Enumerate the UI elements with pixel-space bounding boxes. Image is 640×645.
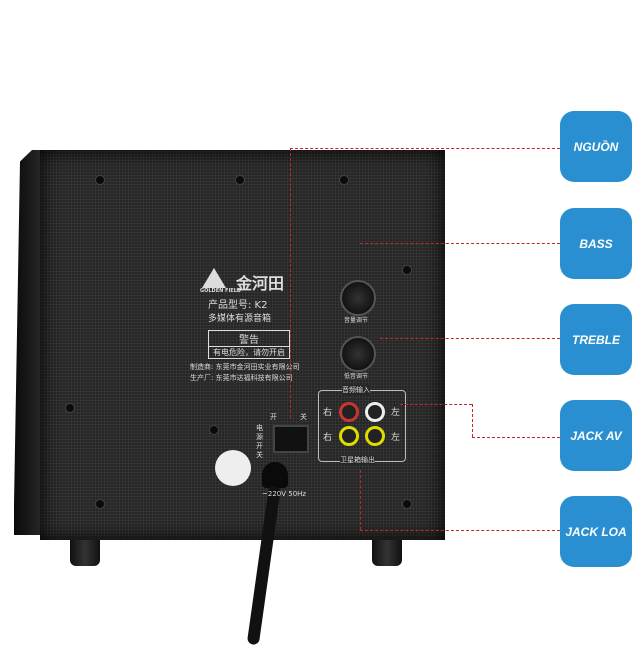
label-bass: BASS: [560, 208, 632, 279]
screw: [403, 266, 411, 274]
leader-line-power: [290, 148, 291, 418]
speaker-foot: [372, 540, 402, 566]
label-power: NGUỒN: [560, 111, 632, 182]
power-switch-label: 电源开关: [256, 424, 263, 459]
screw: [236, 176, 244, 184]
sub-out-label: 卫星箱输出: [340, 455, 375, 465]
volume-label: 音量调节: [344, 317, 369, 324]
out-right-jack[interactable]: [339, 426, 359, 446]
voltage-label: ~220V 50Hz: [262, 490, 307, 498]
bass-label: 低音调节: [344, 373, 369, 380]
switch-off-label: 关: [300, 413, 307, 421]
maker: 制造商: 东莞市金河田实业有限公司: [190, 363, 300, 371]
out-left-jack[interactable]: [365, 426, 385, 446]
audio-in-label: 音频输入: [342, 385, 370, 395]
leader-line-power: [290, 148, 560, 149]
power-switch[interactable]: [273, 425, 309, 453]
label-treble: TREBLE: [560, 304, 632, 375]
power-cord-plug: [262, 462, 288, 488]
speaker-back-panel: [40, 150, 445, 540]
leader-line-av: [472, 404, 473, 437]
right-label: 右: [323, 408, 333, 418]
screw: [96, 176, 104, 184]
screw: [96, 500, 104, 508]
label-jack-av: JACK AV: [560, 400, 632, 471]
sticker: [215, 450, 251, 486]
warning-title: 警告: [239, 335, 259, 346]
producer: 生产厂: 东莞市达福科技有限公司: [190, 374, 293, 382]
volume-knob[interactable]: [340, 280, 376, 316]
screw: [340, 176, 348, 184]
bass-knob[interactable]: [340, 336, 376, 372]
product: 多媒体有源音箱: [208, 314, 272, 324]
warning-text: 有电危险，请勿开启: [209, 346, 289, 358]
leader-line-speaker: [360, 530, 560, 531]
right-label: 右: [323, 433, 333, 443]
jack-panel: [318, 390, 406, 462]
screw: [403, 500, 411, 508]
brand-name-en: GOLDEN FIELD: [200, 288, 242, 294]
left-label: 左: [391, 408, 401, 418]
audio-in-right-jack[interactable]: [339, 402, 359, 422]
screw: [210, 426, 218, 434]
left-label: 左: [391, 433, 401, 443]
leader-line-treble: [380, 338, 560, 339]
audio-in-left-jack[interactable]: [365, 402, 385, 422]
model: 产品型号: K2: [208, 300, 268, 311]
brand-logo-icon: [202, 268, 226, 288]
brand-name: 金河田: [236, 274, 285, 293]
leader-line-av: [400, 404, 472, 405]
switch-on-label: 开: [270, 413, 277, 421]
label-jack-speaker: JACK LOA: [560, 496, 632, 567]
leader-line-bass: [360, 243, 560, 244]
leader-line-av: [472, 437, 560, 438]
warning-box: 警告有电危险，请勿开启: [208, 330, 290, 359]
speaker-foot: [70, 540, 100, 566]
leader-line-speaker: [360, 470, 361, 530]
screw: [66, 404, 74, 412]
